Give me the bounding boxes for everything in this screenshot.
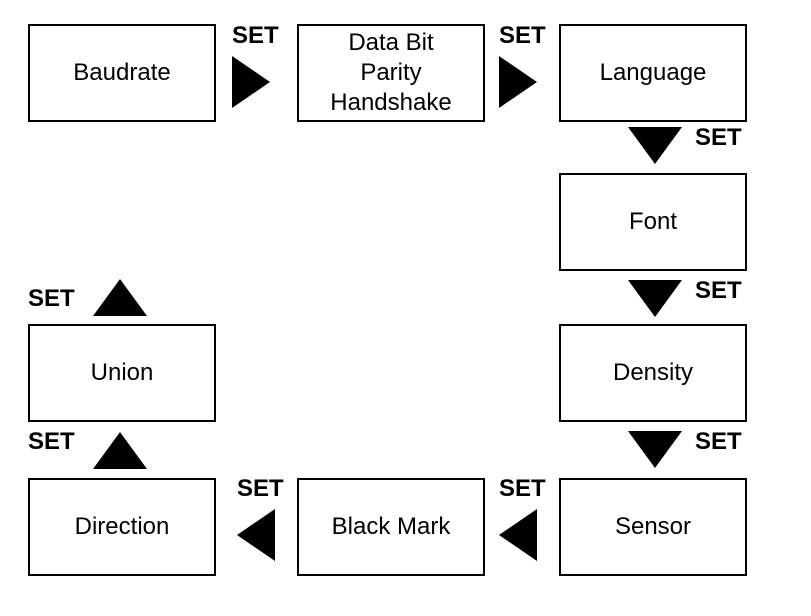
set-label-sensor-blackmark: SET <box>499 475 546 502</box>
set-label-density-sensor: SET <box>695 428 742 455</box>
node-direction: Direction <box>28 478 216 576</box>
node-data-bit-parity-handshake: Data Bit Parity Handshake <box>297 24 485 122</box>
arrow-up-icon <box>93 432 147 469</box>
set-label-language-font: SET <box>695 124 742 151</box>
arrow-right-icon <box>499 56 537 108</box>
node-baudrate: Baudrate <box>28 24 216 122</box>
set-label-databit-language: SET <box>499 22 546 49</box>
node-black-mark: Black Mark <box>297 478 485 576</box>
node-black-mark-label: Black Mark <box>331 513 451 540</box>
node-font: Font <box>559 173 747 271</box>
set-label-font-density: SET <box>695 277 742 304</box>
node-font-label: Font <box>628 208 678 235</box>
node-language-label: Language <box>599 59 707 86</box>
node-sensor: Sensor <box>559 478 747 576</box>
arrow-down-icon <box>628 280 682 317</box>
arrow-up-icon <box>93 279 147 316</box>
set-label-baudrate-databit: SET <box>232 22 279 49</box>
arrow-left-icon <box>237 509 275 561</box>
set-label-direction-union: SET <box>28 428 75 455</box>
node-baudrate-label: Baudrate <box>73 59 171 86</box>
arrow-right-icon <box>232 56 270 108</box>
set-label-union-up: SET <box>28 285 75 312</box>
arrow-left-icon <box>499 509 537 561</box>
node-sensor-label: Sensor <box>614 513 692 540</box>
node-handshake-label: Handshake <box>330 89 452 116</box>
set-label-blackmark-direction: SET <box>237 475 284 502</box>
arrow-down-icon <box>628 127 682 164</box>
arrow-down-icon <box>628 431 682 468</box>
node-data-bit-label: Data Bit <box>348 29 434 56</box>
node-density: Density <box>559 324 747 422</box>
node-union-label: Union <box>90 359 154 386</box>
node-union: Union <box>28 324 216 422</box>
node-parity-label: Parity <box>360 59 422 86</box>
node-direction-label: Direction <box>74 513 170 540</box>
node-language: Language <box>559 24 747 122</box>
node-density-label: Density <box>612 359 694 386</box>
